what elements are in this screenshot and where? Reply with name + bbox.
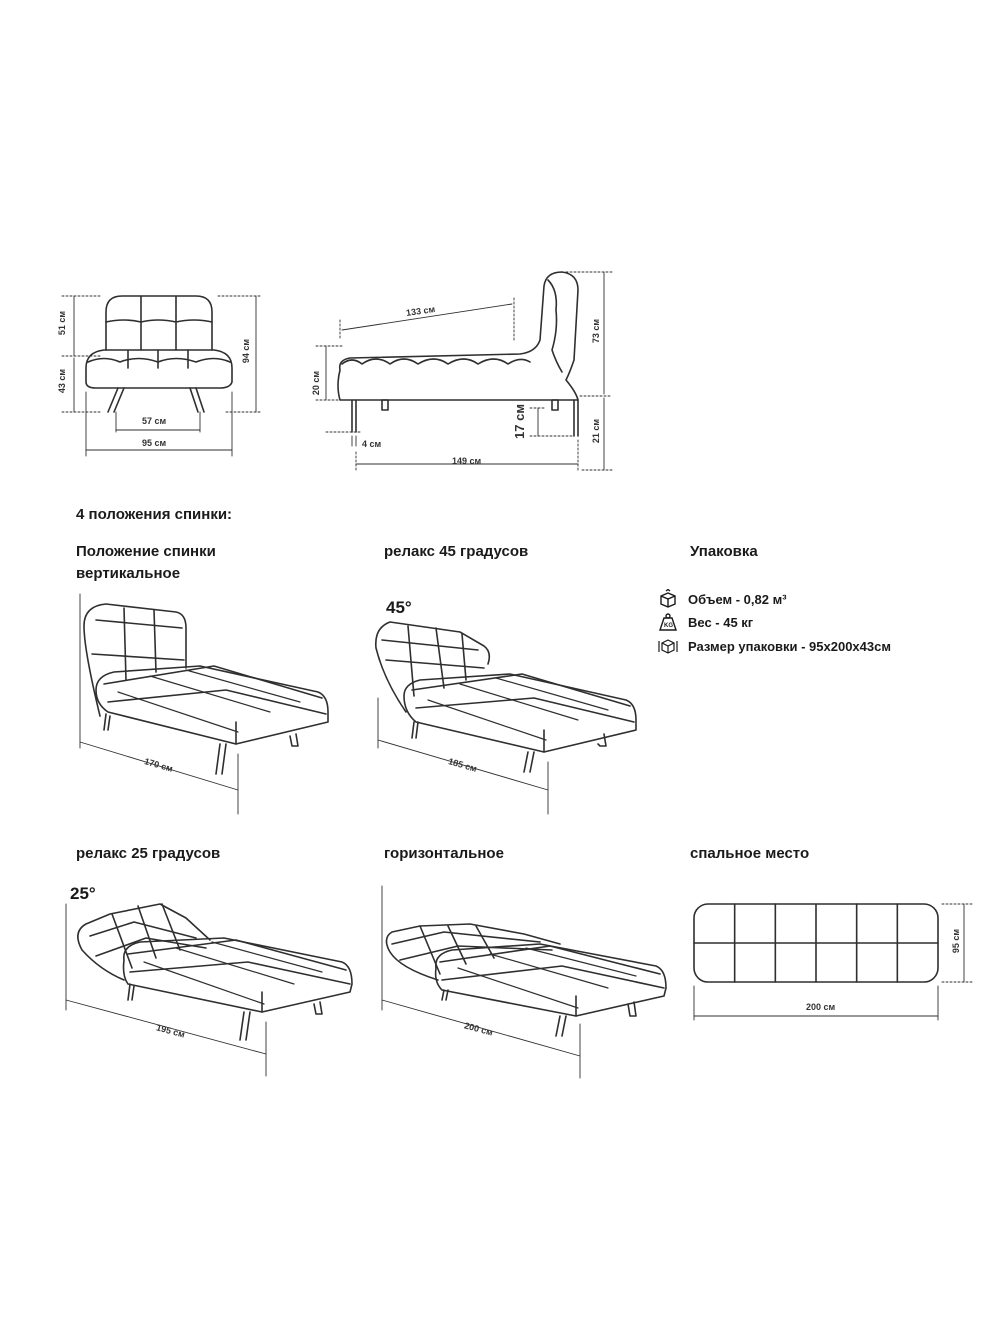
- box-size-icon: [658, 639, 678, 654]
- front-view-chair: [85, 295, 233, 413]
- packaging-size-text: Размер упаковки - 95х200х43см: [688, 638, 891, 654]
- position-relax45-drawing: [374, 621, 637, 773]
- position-relax25-label: релакс 25 градусов: [76, 845, 221, 862]
- position-vertical-drawing: [83, 603, 329, 775]
- position-relax25-drawing: [77, 903, 353, 1041]
- sleeping-place-drawing: [693, 903, 939, 983]
- box-volume-icon: [660, 589, 676, 608]
- position-vertical-dimension: [79, 593, 239, 815]
- packaging-weight-text: Вес - 45 кг: [688, 614, 754, 630]
- position-horizontal-drawing: [385, 923, 667, 1037]
- dim-lower-height: 21 см: [591, 418, 602, 444]
- dim-back-height: 51 см: [57, 310, 68, 336]
- svg-text:KG: KG: [664, 623, 673, 629]
- position-vertical-label-line2: вертикальное: [76, 565, 181, 582]
- packaging-size: Размер упаковки - 95х200х43см: [658, 636, 891, 656]
- dim-sleep-width: 95 см: [951, 928, 962, 954]
- angle-45-label: 45°: [386, 598, 412, 617]
- dim-seat-side-height: 20 см: [311, 370, 322, 396]
- dim-inner-width: 57 см: [142, 416, 167, 426]
- positions-title: 4 положения спинки:: [76, 506, 233, 523]
- side-view-dimensions: [315, 271, 613, 471]
- dim-seat-height: 43 см: [57, 368, 68, 394]
- side-view-chair: [337, 271, 579, 437]
- dim-total-depth: 149 см: [452, 456, 482, 466]
- dim-upper-height: 73 см: [591, 318, 602, 344]
- packaging-weight: KG Вес - 45 кг: [658, 612, 753, 632]
- position-horizontal-label: горизонтальное: [384, 845, 504, 862]
- dim-sleep-length: 200 см: [806, 1002, 836, 1012]
- packaging-volume-text: Объем - 0,82 м³: [688, 591, 787, 607]
- position-relax25-dimension: [65, 903, 267, 1077]
- position-relax45-label: релакс 45 градусов: [384, 543, 529, 560]
- dim-total-height: 94 см: [241, 338, 252, 364]
- sleeping-place-dimensions: [693, 903, 973, 1021]
- front-view-dimensions: [61, 295, 263, 457]
- position-horizontal-dimension: [381, 885, 581, 1079]
- weight-kg-icon: KG: [659, 613, 677, 631]
- angle-25-label: 25°: [70, 884, 96, 903]
- dim-leg-height: 17 см: [511, 404, 527, 439]
- position-relax45-dimension: [377, 697, 549, 815]
- sleeping-place-label: спальное место: [690, 845, 810, 862]
- dim-leg-offset: 4 см: [362, 439, 382, 449]
- packaging-volume: Объем - 0,82 м³: [658, 589, 787, 609]
- dim-total-width: 95 см: [142, 438, 167, 448]
- position-vertical-label-line1: Положение спинки: [76, 543, 216, 560]
- packaging-title: Упаковка: [690, 543, 758, 560]
